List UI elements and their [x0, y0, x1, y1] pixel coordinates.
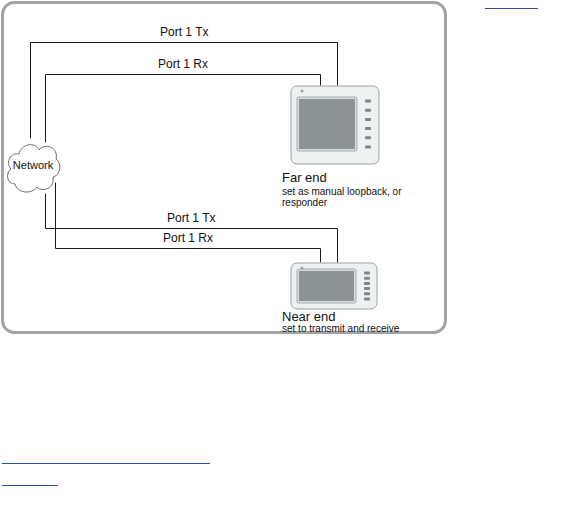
- test-set-node: Near endset to transmit and receive: [282, 262, 442, 334]
- device-button: [365, 100, 371, 103]
- node-heading: Near end: [282, 309, 335, 324]
- device-button: [364, 277, 370, 280]
- node-note: set to transmit and receive: [282, 323, 432, 334]
- node-heading: Far end: [282, 170, 327, 185]
- device-button: [365, 127, 371, 130]
- device-button: [364, 282, 370, 285]
- device-button: [364, 287, 370, 290]
- port-label: Port 1 Rx: [158, 57, 208, 71]
- device-screen: [299, 271, 354, 301]
- link-underline: [2, 485, 58, 486]
- test-set-device: [290, 85, 380, 165]
- screen-bezel: [297, 269, 356, 303]
- port-label: Port 1 Tx: [160, 25, 208, 39]
- device-button: [364, 272, 370, 275]
- device-button: [365, 118, 371, 121]
- device-body: [291, 263, 377, 309]
- node-note: set as manual loopback, or responder: [282, 186, 407, 208]
- test-set-device: [290, 262, 378, 310]
- device-button: [365, 136, 371, 139]
- outer-frame: [3, 3, 446, 333]
- screen-bezel: [297, 97, 357, 151]
- device-button: [364, 292, 370, 295]
- device-body: [291, 86, 379, 164]
- device-led: [301, 267, 304, 270]
- device-button: [365, 109, 371, 112]
- test-set-node: Far endset as manual loopback, or respon…: [282, 85, 442, 205]
- port-label: Port 1 Rx: [163, 231, 213, 245]
- device-button: [365, 146, 371, 149]
- device-screen: [299, 99, 355, 149]
- network-cloud: Network: [5, 138, 61, 196]
- device-led: [301, 90, 304, 93]
- device-button: [364, 298, 370, 301]
- link-underline: [2, 463, 210, 464]
- port-label: Port 1 Tx: [167, 211, 215, 225]
- port-line: [56, 183, 321, 263]
- link-underline: [485, 8, 538, 9]
- node-label: Network: [5, 159, 61, 172]
- port-line: [46, 75, 321, 143]
